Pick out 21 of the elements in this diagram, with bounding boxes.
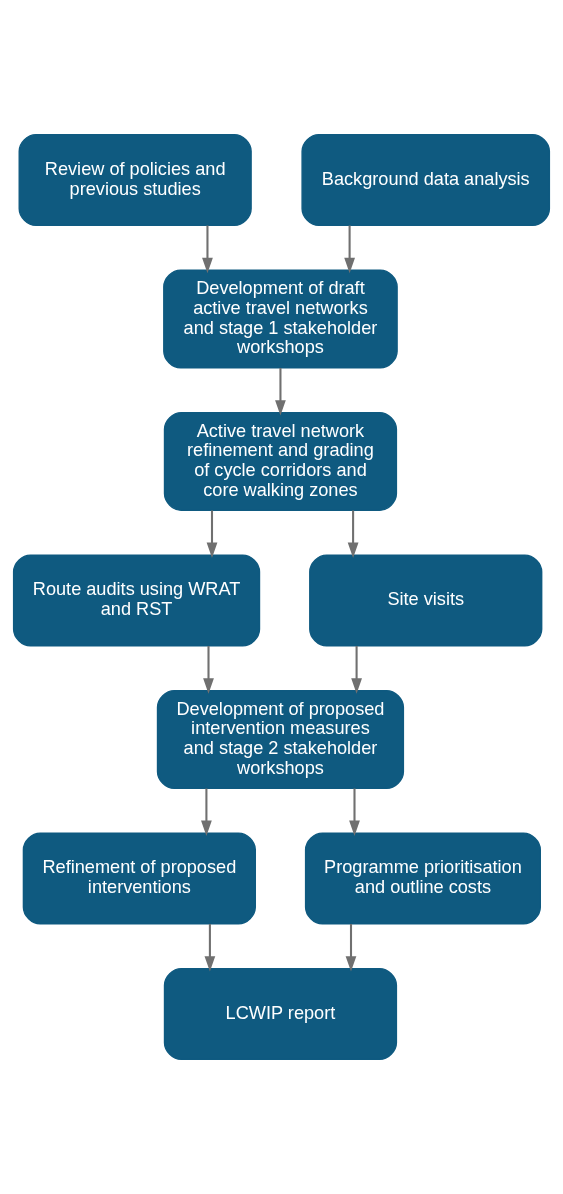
node-box: LCWIP report: [163, 967, 398, 1061]
arrow: [344, 225, 355, 274]
arrow: [347, 510, 359, 558]
arrow: [204, 924, 216, 972]
arrow: [345, 924, 357, 972]
arrow: [351, 646, 362, 694]
node-box: Route audits using WRAT and RST: [12, 554, 261, 647]
node-box: Review of policies and previous studies: [18, 133, 252, 227]
node-box: Site visits: [309, 554, 543, 647]
arrow: [206, 510, 218, 558]
arrow: [275, 368, 286, 416]
node-box: Development of proposed intervention measures and stage 2 stakeholder workshops: [156, 689, 405, 790]
arrow: [203, 646, 214, 694]
arrow: [201, 788, 212, 836]
arrow: [349, 788, 360, 836]
node-box: Refinement of proposed interventions: [22, 832, 256, 925]
arrow: [202, 225, 213, 274]
node-box: Active travel network refinement and grading of cycle corridors and core walking zones: [163, 411, 398, 512]
node-box: Development of draft active travel networks and stage 1 stakeholder workshops: [163, 269, 398, 369]
node-box: Background data analysis: [301, 133, 551, 227]
node-box: Programme prioritisation and outline costs: [304, 832, 541, 925]
